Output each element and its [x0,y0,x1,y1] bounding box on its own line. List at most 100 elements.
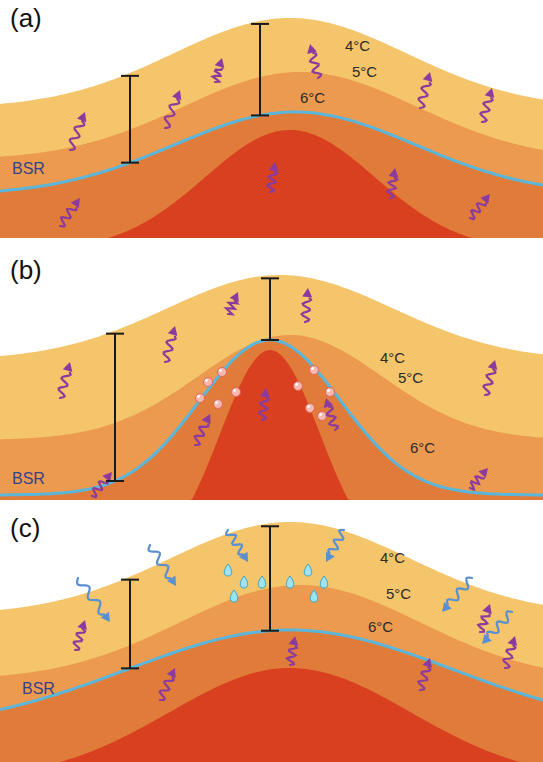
temperature-layer [0,275,543,500]
arrow-head [77,620,87,630]
wavy-arrow [213,69,223,83]
temperature-layer [0,72,543,238]
thickness-bracket [129,76,131,163]
wavy-arrow [59,373,71,398]
bubble-shine [311,367,314,370]
wavy-arrow [484,369,496,395]
temperature-layer [0,130,543,238]
bubble-shine [197,395,200,398]
wavy-arrow [160,678,174,700]
isotherm-label: 4°C [380,350,405,367]
bubble-shine [215,401,218,404]
wavy-arrow [259,398,268,420]
arrow-head [482,634,492,644]
thickness-bracket [114,334,116,481]
wavy-arrow [287,646,297,665]
arrow-head [269,162,279,172]
arrow-head [260,388,270,398]
temperature-layer [0,522,543,762]
arrow-head [167,668,176,678]
arrow-head [423,72,433,82]
arrow-head [442,602,452,612]
arrow-head [71,198,80,208]
bubble-shine [295,383,298,386]
gas-bubble [326,388,335,397]
arrow-head [423,658,433,668]
wavy-arrow [267,172,277,193]
gas-bubble [204,378,213,387]
isotherm-label: 4°C [380,550,405,567]
bubble-shine [233,389,236,392]
panel-letter: (b) [10,256,42,285]
arrow-head [167,576,176,586]
bubble-shine [319,413,322,416]
thickness-bracket [269,278,271,340]
wavy-arrow [74,629,85,650]
thickness-bracket [269,526,271,630]
arrow-head [485,88,495,98]
wavy-arrow [92,481,108,497]
temperature-layer [0,668,543,762]
panel-ground [0,18,543,238]
isotherm-label: 6°C [410,440,435,457]
isotherm-label: 5°C [398,370,423,387]
wavy-arrow [164,337,176,362]
wavy-arrow [70,121,85,150]
arrow-head [168,326,178,336]
arrow-head [202,414,211,424]
bracket-cap [121,667,139,669]
bsr-label: BSR [12,160,45,178]
arrow-head [488,360,498,370]
bracket-cap [121,75,139,77]
wavy-arrow [387,178,397,199]
panel-ground [0,522,543,762]
arrow-head [302,288,312,297]
bracket-cap [261,525,279,527]
panel-letter: (a) [10,4,42,33]
temperature-layer [0,630,543,762]
wavy-arrow [327,407,338,430]
wavy-arrow [447,578,472,605]
panel-marks [59,278,498,497]
bubble-shine [205,379,208,382]
gas-bubble [214,400,223,409]
temperature-layer [0,112,543,238]
wavy-arrow [60,208,76,226]
bracket-cap [251,114,269,116]
wavy-arrow [195,425,209,445]
bsr-line [0,340,543,495]
wavy-arrow [478,615,489,632]
arrow-head [101,612,110,622]
wavy-arrow [226,530,243,555]
wavy-arrow [418,668,430,691]
bracket-cap [261,630,279,632]
isotherm-label: 5°C [386,586,411,603]
water-droplet [310,590,318,602]
arrow-head [289,636,299,646]
arrow-head [389,168,399,178]
bsr-label: BSR [22,680,55,698]
wavy-arrow [419,83,431,108]
arrow-head [324,398,334,408]
isotherm-label: 6°C [300,90,325,107]
gas-bubble [318,412,327,421]
bracket-cap [106,480,124,482]
water-droplet [240,576,248,588]
water-droplet [230,590,238,602]
gas-bubble [294,382,303,391]
wavy-arrow [480,98,492,122]
wavy-arrow [503,646,515,669]
gas-bubble [306,404,315,413]
bubble-shine [327,389,330,392]
arrow-head [77,112,86,122]
gas-bubble [196,394,205,403]
thickness-bracket [129,580,131,669]
panel-marks [60,24,494,227]
isotherm-label: 5°C [352,64,377,81]
arrow-head [307,44,317,54]
bracket-cap [261,339,279,341]
arrow-head [63,362,73,372]
isotherm-label: 6°C [368,619,393,636]
